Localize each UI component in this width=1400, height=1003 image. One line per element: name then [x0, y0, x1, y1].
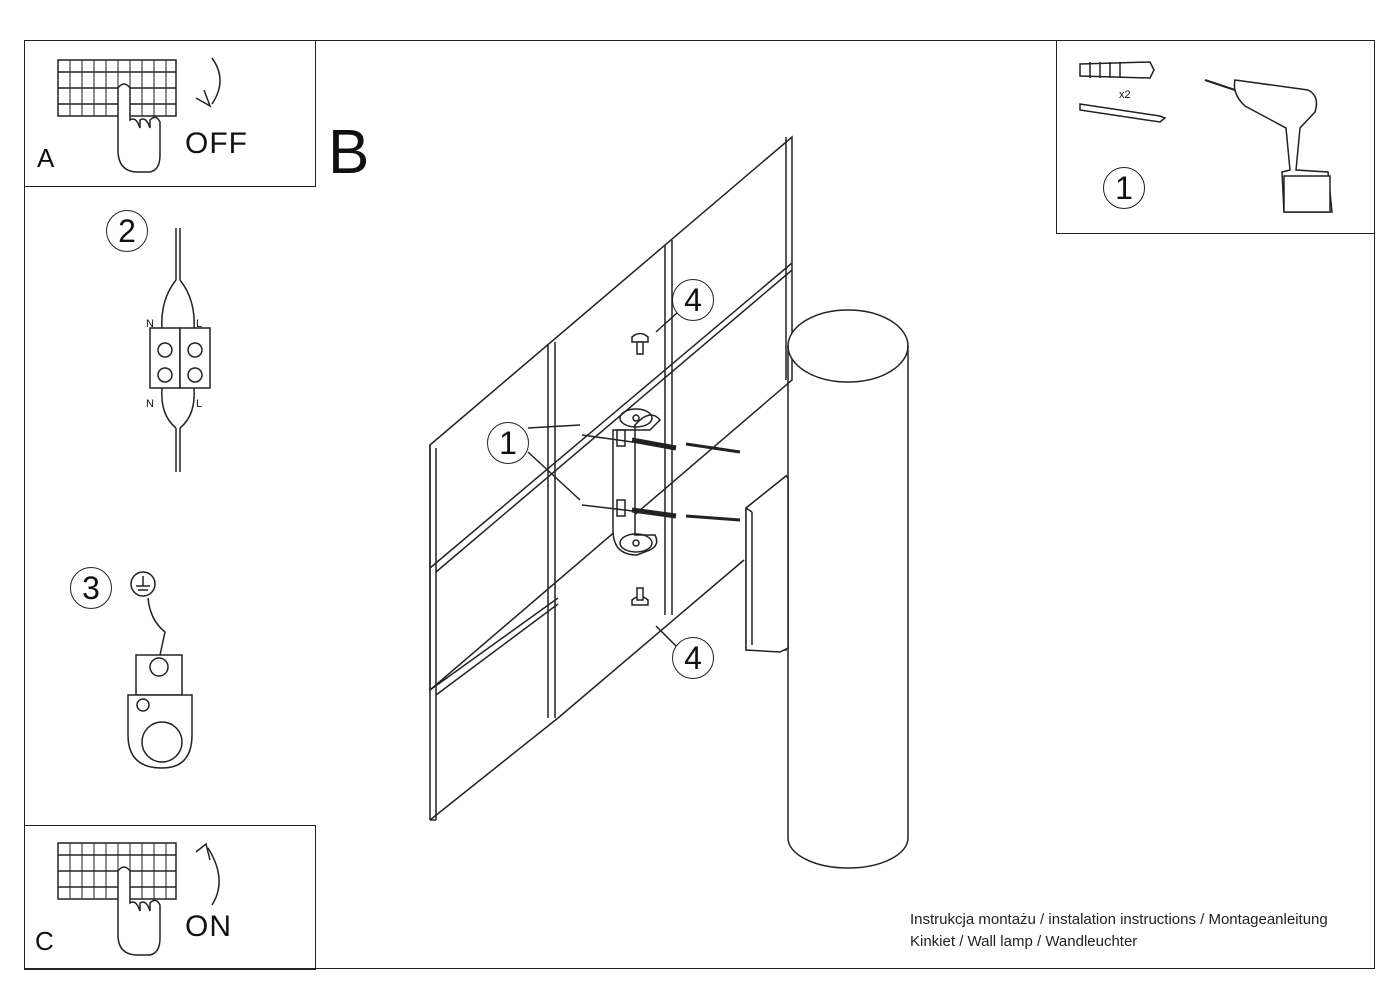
screw-icon: [581, 332, 741, 606]
instruction-sheet-frame: [24, 40, 1375, 969]
footer-title: Instrukcja montażu / instalation instruc…: [910, 911, 1328, 928]
step-c-letter: C: [35, 926, 54, 956]
drill-callout-number: 1: [487, 422, 529, 464]
callout-leader: [527, 424, 581, 429]
terminal-block-icon: [149, 228, 211, 472]
terminal-label-n-bottom: N: [146, 398, 154, 410]
step-b-letter: B: [328, 118, 370, 187]
step-a-letter: A: [37, 143, 55, 173]
drill-icon: [1204, 79, 1333, 213]
curved-arrow-up-icon: [207, 847, 220, 906]
earth-step-number: 3: [70, 567, 112, 609]
cylinder-lamp-icon: [745, 309, 909, 869]
hand-icon: [117, 83, 161, 173]
earth-terminal-icon: [127, 571, 193, 769]
mounting-bracket-icon: [612, 408, 662, 556]
power-off-label: OFF: [185, 127, 248, 160]
terminal-label-l-bottom: L: [196, 398, 203, 410]
wall-tiles-icon: [429, 135, 793, 821]
terminal-label-l-top: L: [196, 318, 203, 330]
curved-arrow-down-icon: [211, 57, 221, 105]
tools-step-number: 1: [1103, 167, 1145, 209]
footer-subtitle: Kinkiet / Wall lamp / Wandleuchter: [910, 933, 1138, 950]
wall-plug-icon: [1079, 61, 1155, 79]
power-on-label: ON: [185, 910, 232, 943]
breaker-panel-icon: [57, 59, 177, 117]
step-c-panel: C ON: [24, 825, 316, 970]
dowel-quantity: x2: [1119, 89, 1131, 101]
terminal-label-n-top: N: [146, 318, 154, 330]
wiring-step-number: 2: [106, 210, 148, 252]
screw-callout-top: 4: [672, 279, 714, 321]
tools-panel: x2 1: [1056, 40, 1375, 234]
screw-callout-bottom: 4: [672, 637, 714, 679]
step-a-panel: A OFF: [24, 40, 316, 187]
